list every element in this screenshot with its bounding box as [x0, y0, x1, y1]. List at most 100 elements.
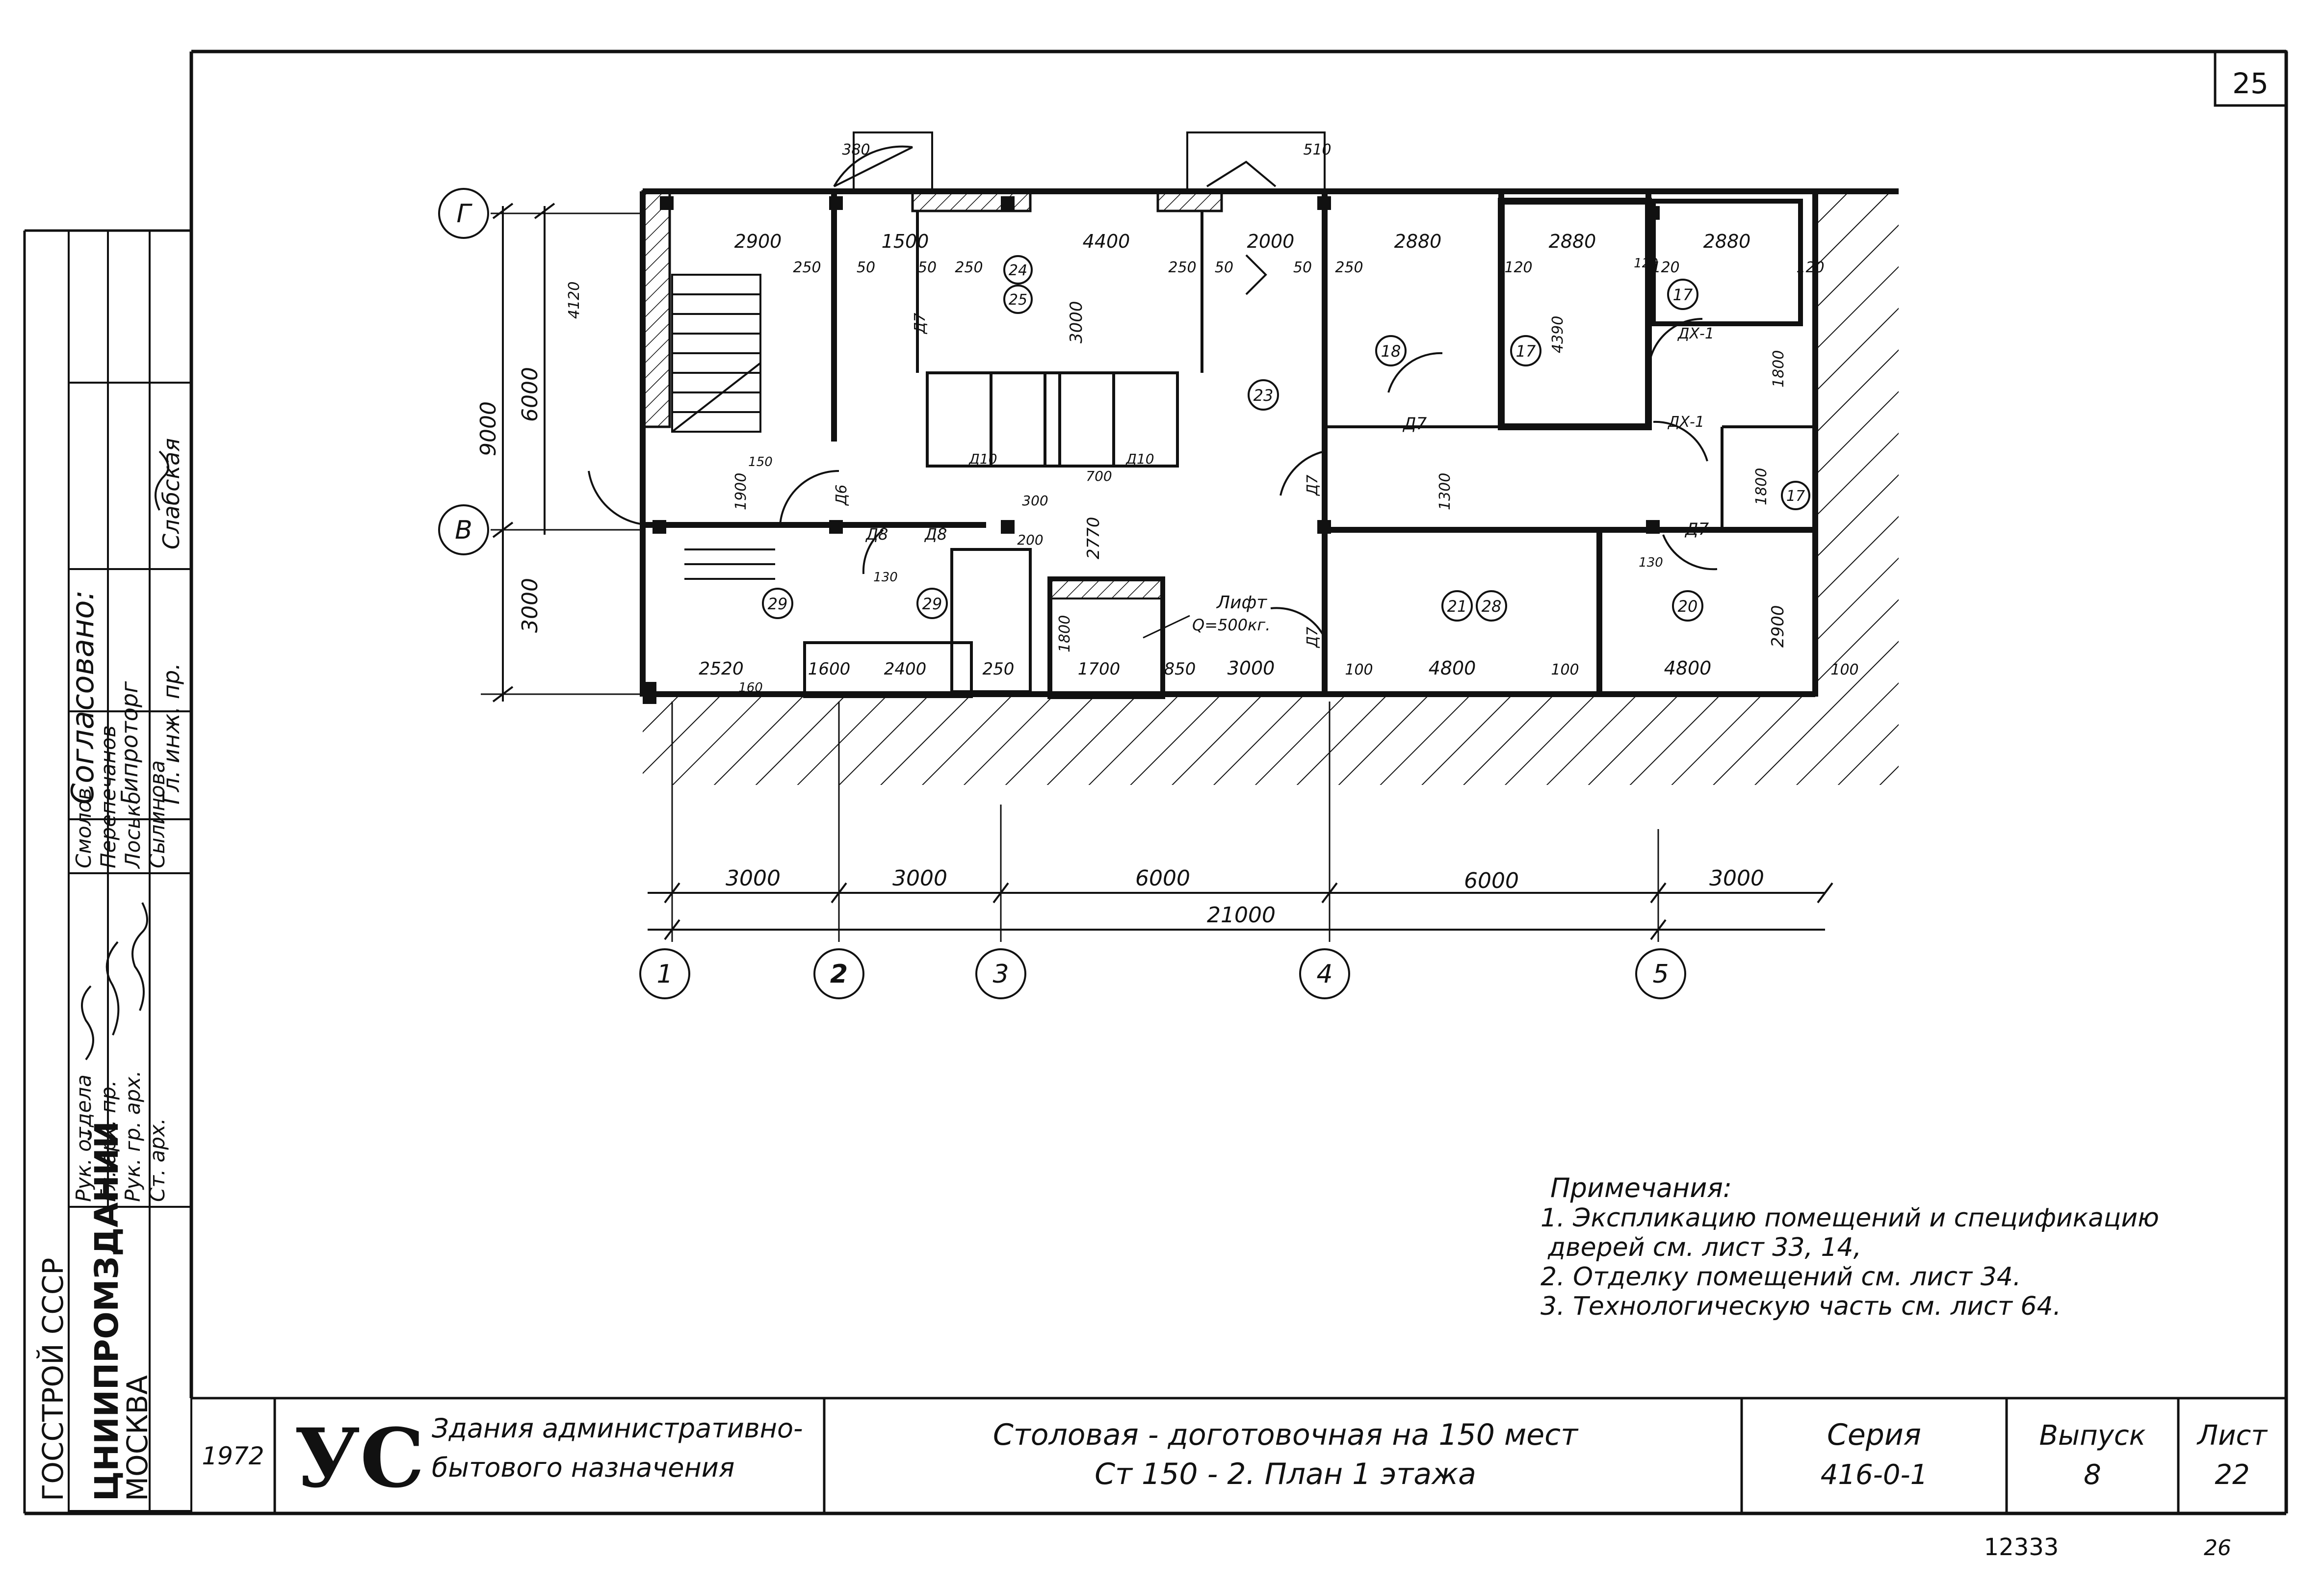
top-dim-1: 2900: [734, 231, 782, 252]
top-dim-4: 50: [857, 259, 875, 276]
top-dim-3: 1500: [882, 231, 929, 252]
inner-dim-13: 2900: [1768, 605, 1788, 648]
staircase: [671, 274, 775, 580]
inner-dim-19: 1800: [1770, 350, 1787, 388]
column-axis-bubbles: [639, 948, 1686, 999]
top-dim-2: 250: [793, 259, 821, 276]
door-tag-2: Д7: [1684, 520, 1709, 539]
inner-dim-27: 130: [1639, 555, 1663, 570]
left-dim-lines: [492, 203, 555, 703]
door-tag-9: Д10: [968, 451, 997, 467]
door-tag-3: Д7: [912, 312, 929, 335]
inner-dim-2: 1600: [808, 659, 851, 679]
top-dim-10: 2000: [1247, 231, 1295, 252]
inner-dim-14: 1800: [1056, 615, 1073, 652]
top-dim-19: 380: [842, 141, 870, 158]
bottom-dim-1: 3000: [726, 866, 781, 891]
floor-plan: 3000 3000 6000 6000 3000 21000 1 2 3 4 5…: [438, 131, 1899, 999]
lift-label: Лифт: [1216, 593, 1267, 613]
walls: [640, 188, 1899, 697]
top-dim-18: 120: [1796, 259, 1824, 276]
lift-capacity: Q=500кг.: [1192, 616, 1270, 634]
room-markers: [762, 255, 1810, 622]
room-24: 24: [1009, 262, 1027, 279]
issue-label: Выпуск: [2039, 1420, 2146, 1452]
stamp-org-mid: ЦНИИПРОМЗДАНИЙ: [87, 1121, 126, 1501]
bottom-dim-2: 3000: [892, 866, 947, 891]
bottom-dim-total: 21000: [1207, 903, 1276, 928]
bottom-number-left: 12333: [1984, 1534, 2059, 1561]
stamp-name-2: Лосько: [121, 792, 145, 869]
door-tag-5: Д7: [1304, 626, 1321, 649]
row-axis-bubbles: [438, 188, 489, 555]
bottom-dim-5: 3000: [1709, 866, 1764, 891]
sanitary-blocks: [803, 371, 1179, 698]
notes-line-4: 3. Технологическую часть см. лист 64.: [1541, 1292, 2061, 1321]
stamp-role-0: Рук. отдела: [72, 1074, 96, 1202]
inner-dim-30: 200: [1017, 532, 1043, 548]
room-17c: 17: [1786, 488, 1805, 505]
inner-dim-23: 300: [1022, 493, 1048, 509]
stamp-role-3: Ст. арх.: [145, 1118, 169, 1202]
approval-role: Гл. инж. пр.: [158, 663, 184, 805]
column-axis-5: 5: [1652, 960, 1669, 989]
room-17b: 17: [1673, 286, 1693, 304]
row-axis-G: Г: [457, 199, 473, 229]
stamp-role-1: Гл. арх. пр.: [96, 1080, 120, 1202]
approval-name: Слабская: [158, 438, 184, 549]
top-dim-11: 50: [1293, 259, 1312, 276]
row-axis-V: В: [455, 516, 472, 545]
inner-dim-11: 4800: [1664, 657, 1712, 679]
door-tag-7: Д8: [924, 525, 947, 544]
bottom-dim-3: 6000: [1135, 866, 1190, 891]
top-dim-12: 250: [1335, 259, 1363, 276]
top-dim-14: 2880: [1549, 231, 1596, 252]
top-dim-16: 120: [1504, 259, 1532, 276]
lift-shaft-wall: [1049, 578, 1164, 599]
stamp-name-0: Смолов: [72, 788, 96, 868]
left-dim-1: 9000: [476, 401, 501, 456]
inner-dim-16: 3000: [1067, 301, 1086, 343]
approval-org: Гипроторг: [116, 681, 143, 805]
room-18: 18: [1381, 342, 1401, 361]
top-dim-13: 2880: [1394, 231, 1442, 252]
room-25: 25: [1009, 291, 1027, 309]
top-dim-20: 510: [1303, 141, 1331, 158]
inner-dim-26: 130: [873, 570, 898, 585]
stamp-name-3: Сылиновa: [145, 760, 169, 868]
inner-dim-10: 100: [1551, 661, 1579, 678]
inner-dim-4: 250: [983, 659, 1015, 679]
inner-dim-17: 4120: [566, 282, 583, 319]
inner-dim-1: 2520: [699, 659, 744, 679]
ground-hatch-bottom: [643, 697, 1815, 785]
drawing-title-2: Ст 150 - 2. План 1 этажа: [1095, 1457, 1476, 1491]
door-tag-1: Д7: [1402, 414, 1427, 434]
left-dim-2: 6000: [518, 367, 543, 422]
inner-dim-6: 850: [1164, 659, 1196, 679]
inner-dim-3: 2400: [884, 659, 927, 679]
door-tag-11: ДХ-1: [1677, 325, 1714, 342]
issue-value: 8: [2084, 1459, 2101, 1491]
ground-hatch-right: [1815, 191, 1899, 785]
column-axis-2: 2: [830, 960, 848, 989]
notes-line-3: 2. Отделку помещений см. лист 34.: [1541, 1262, 2021, 1292]
sheet-value: 22: [2215, 1459, 2249, 1491]
title-logo: УС: [294, 1410, 424, 1506]
stamp-name-1: Перепечанов: [96, 725, 120, 868]
door-tag-6: Д8: [865, 525, 888, 544]
room-29a: 29: [768, 595, 788, 613]
inner-dim-29: 150: [748, 455, 773, 469]
cold-room-small: [1651, 199, 1803, 326]
inner-dim-22: 1800: [1753, 468, 1770, 505]
category-line-1: Здания административно-: [432, 1413, 803, 1444]
room-17a: 17: [1516, 342, 1536, 361]
door-tag-4: Д7: [1304, 474, 1321, 496]
approval-signature: [155, 450, 169, 511]
inner-dim-25: 160: [738, 680, 763, 695]
drawing-title-1: Столовая - доготовочная на 150 мест: [993, 1418, 1579, 1452]
stamp-org-top: ГОССТРОЙ СССР: [36, 1258, 70, 1501]
series-label: Серия: [1827, 1418, 1921, 1452]
left-dim-3: 3000: [518, 578, 543, 633]
title-block: [191, 1397, 2286, 1513]
